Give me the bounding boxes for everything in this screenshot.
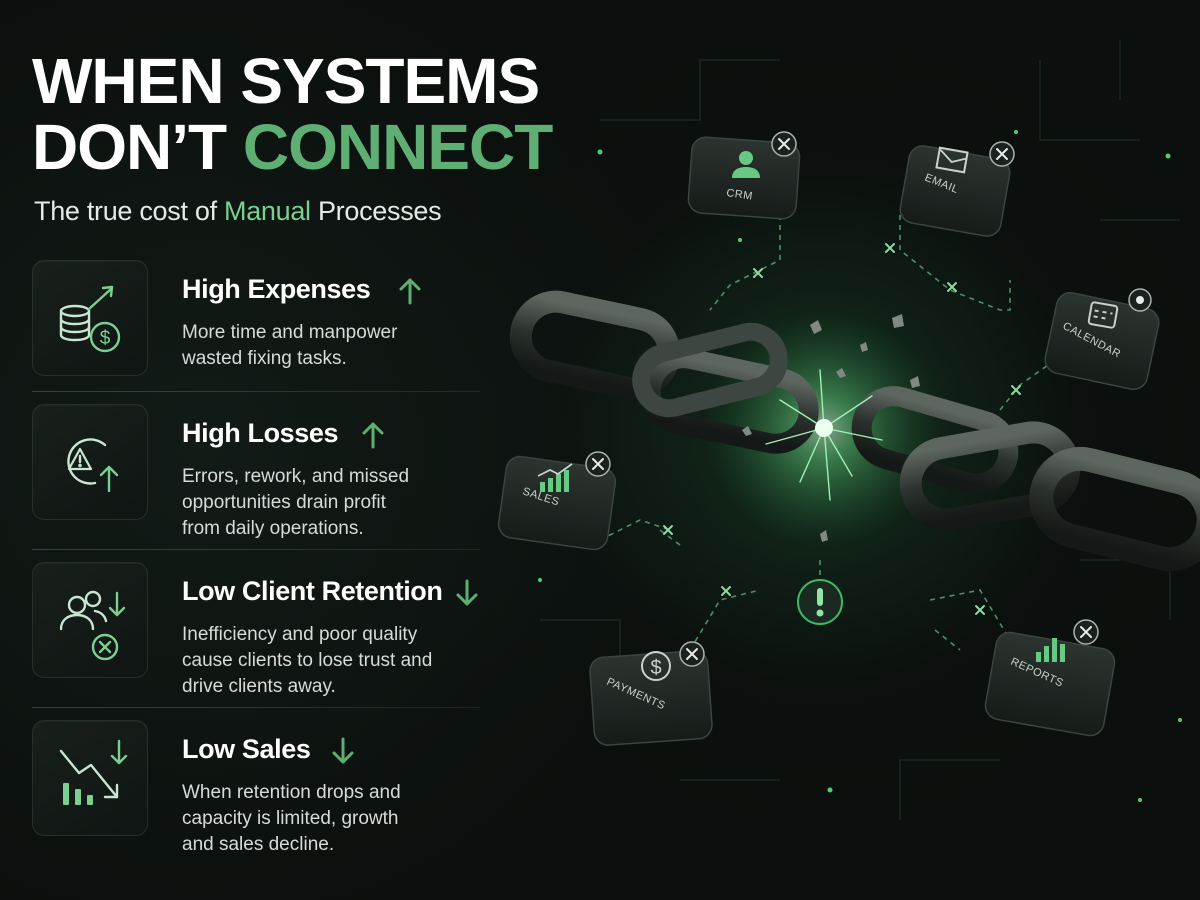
disconnect-icon — [1080, 626, 1092, 638]
disconnect-markers — [663, 243, 1021, 615]
module-label: CRM — [726, 187, 754, 203]
coins-dollar-icon: $ — [32, 260, 148, 376]
arrow-down-icon — [332, 737, 354, 764]
debris — [742, 314, 920, 542]
envelope-icon — [935, 146, 969, 174]
card-description-line: drive clients away. — [182, 676, 336, 697]
headline-line-1: WHEN SYSTEMS — [32, 45, 540, 117]
card-description-line: Errors, rework, and missed — [182, 466, 410, 487]
chain-right — [851, 386, 1200, 572]
card-description-line: opportunities drain profit — [182, 492, 386, 513]
card-description: More time and manpower wasted fixing tas… — [182, 320, 482, 372]
card-title: Low Sales — [182, 734, 311, 764]
declining-chart-icon — [32, 720, 148, 836]
module-crm: CRM — [687, 131, 801, 220]
headline-line-2: DON’T CONNECT — [32, 111, 553, 183]
headline-accent-word: CONNECT — [242, 111, 553, 183]
subtitle-start: The true cost of — [34, 196, 224, 226]
warning-clock-icon — [32, 404, 148, 520]
arrow-up-icon — [399, 278, 421, 305]
disconnect-icon — [592, 458, 604, 470]
ambient-lights — [538, 130, 1182, 802]
card-description-line: capacity is limited, growth — [182, 808, 399, 829]
broken-chain-illustration: CRM EMAIL CALENDAR — [497, 40, 1200, 820]
card-description-line: and sales decline. — [182, 834, 335, 855]
arrow-up-icon — [362, 422, 384, 449]
card-description-line: When retention drops and — [182, 782, 401, 803]
divider — [32, 707, 480, 708]
divider — [32, 549, 480, 550]
report-chart-icon — [1036, 638, 1065, 662]
card-description: When retention drops and capacity is lim… — [182, 780, 482, 858]
subtitle-accent: Manual — [224, 196, 311, 226]
card-description-line: Inefficiency and poor quality — [182, 624, 418, 645]
card-description-line: cause clients to lose trust and — [182, 650, 433, 671]
dollar-icon — [641, 651, 671, 681]
card-description-line: wasted fixing tasks. — [182, 348, 347, 369]
alert-indicator — [797, 579, 843, 625]
users-remove-icon — [32, 562, 148, 678]
card-description: Errors, rework, and missed opportunities… — [182, 464, 482, 542]
subtitle: The true cost of Manual Processes — [34, 196, 442, 227]
svg-text:$: $ — [100, 328, 111, 349]
card-description-line: from daily operations. — [182, 518, 364, 539]
module-email: EMAIL — [899, 141, 1015, 237]
svg-text:$: $ — [650, 657, 661, 679]
card-title: High Losses — [182, 418, 339, 448]
headline: WHEN SYSTEMS DON’T CONNECT — [32, 45, 553, 183]
spark-core — [815, 419, 833, 437]
module-payments: $ PAYMENTS — [589, 641, 713, 746]
module-reports: REPORTS — [984, 619, 1116, 737]
card-description-line: More time and manpower — [182, 322, 398, 343]
module-sales: SALES — [497, 451, 617, 551]
arrow-down-icon — [456, 579, 478, 606]
card-title: High Expenses — [182, 274, 371, 304]
divider — [32, 391, 480, 392]
card-description: Inefficiency and poor quality cause clie… — [182, 622, 482, 700]
bar-chart-icon — [537, 463, 573, 492]
subtitle-end: Processes — [310, 196, 442, 226]
card-title: Low Client Retention — [182, 576, 443, 606]
spark-rays — [765, 369, 883, 501]
disconnect-icon — [778, 138, 790, 150]
disconnect-icon — [996, 148, 1008, 160]
disconnect-icon — [686, 648, 698, 660]
headline-line-2-start: DON’T — [32, 111, 243, 183]
status-dot-icon — [1136, 296, 1144, 304]
calendar-icon — [1087, 301, 1119, 329]
module-calendar: CALENDAR — [1044, 288, 1160, 391]
